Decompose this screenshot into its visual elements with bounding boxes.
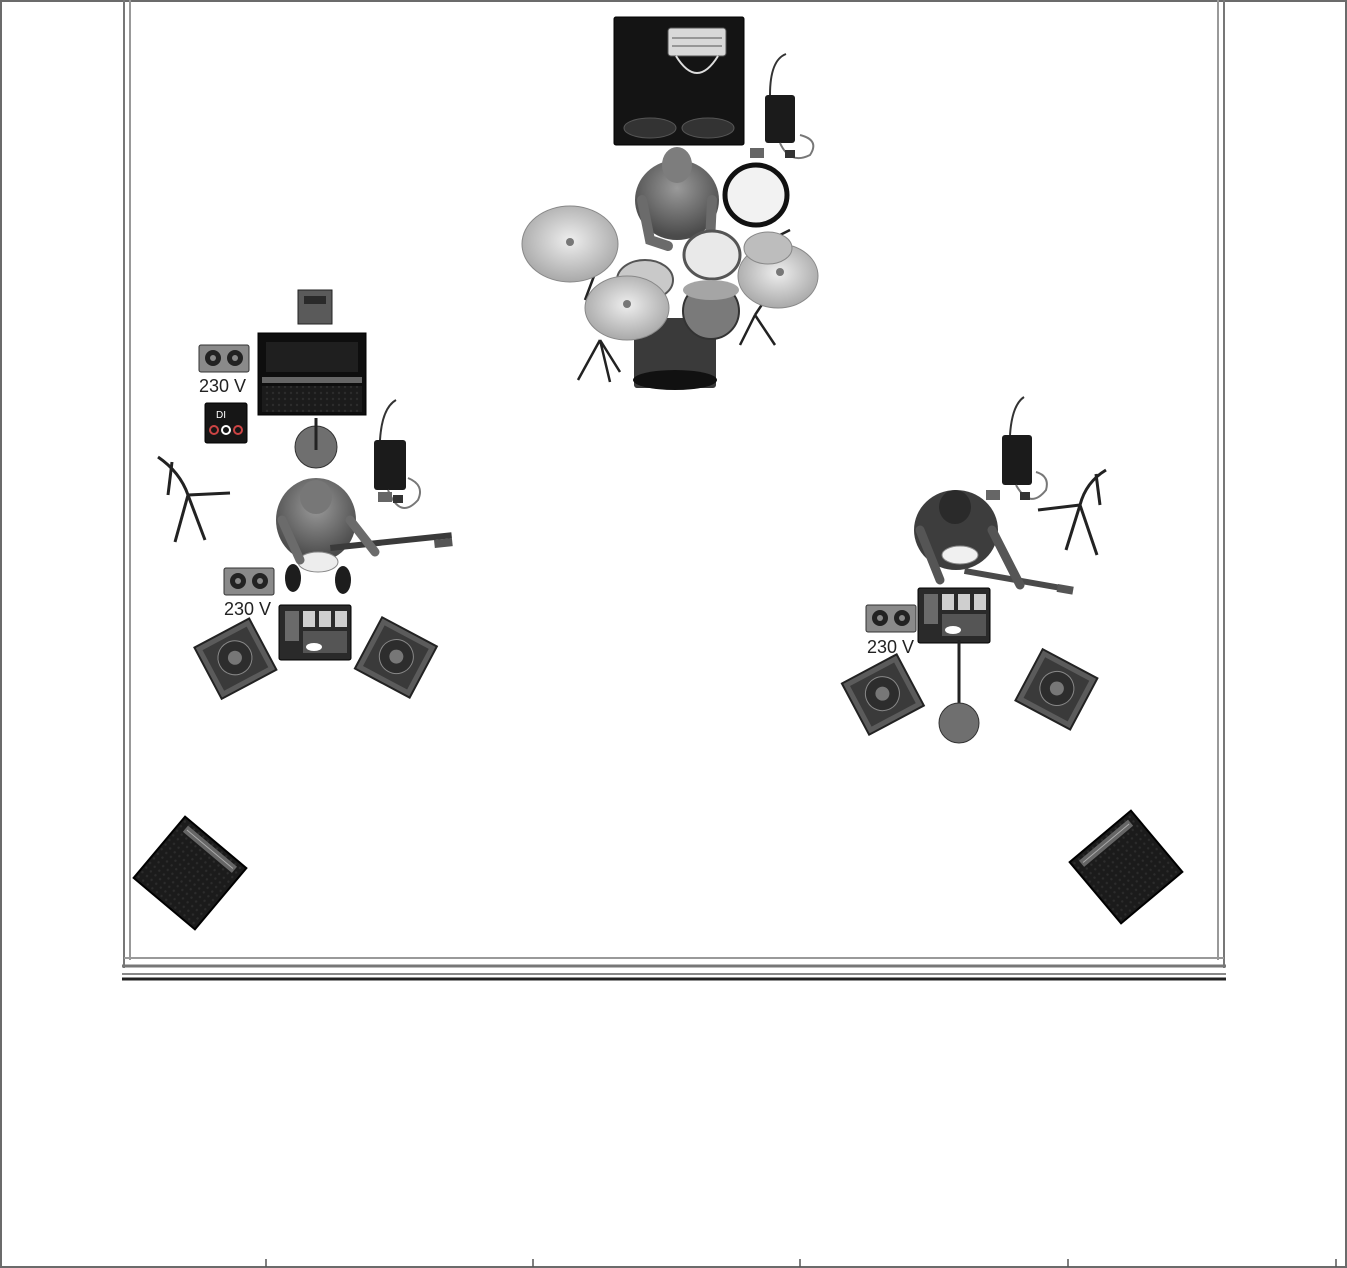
- mic-stand-icon: [939, 640, 979, 743]
- power-strip-icon: [199, 345, 249, 372]
- guitar-stand-icon: [1038, 470, 1106, 555]
- guitar-stand-icon: [158, 457, 230, 542]
- pedalboard-icon: [279, 605, 351, 660]
- pedalboard-icon: [918, 588, 990, 643]
- stage-outline: [122, 0, 1226, 979]
- power-strip-icon: [224, 568, 274, 595]
- effect-unit-icon: [298, 290, 332, 324]
- monitor-wedge-icon: [355, 617, 437, 697]
- monitor-wedge-icon: [194, 618, 276, 698]
- guitarist-figure-icon: [276, 478, 453, 594]
- mic-stand-icon: [295, 418, 337, 468]
- main-pa-speaker-icon: [1070, 811, 1183, 924]
- bass-amp-icon: [614, 17, 744, 145]
- wireless-receiver-icon: [750, 54, 813, 158]
- guitarist-figure-icon: [914, 490, 1074, 595]
- wireless-receiver-icon: [374, 400, 420, 508]
- main-pa-speaker-icon: [134, 817, 247, 930]
- monitor-wedge-icon: [1015, 649, 1097, 729]
- wireless-receiver-icon: [986, 397, 1047, 500]
- monitor-wedge-icon: [842, 654, 924, 734]
- ruler-ticks: [266, 1259, 1336, 1267]
- power-label: 230 V: [867, 637, 914, 657]
- svg-text:DI: DI: [216, 410, 226, 421]
- power-strip-icon: [866, 605, 916, 632]
- di-box-icon: DI: [205, 403, 247, 443]
- power-label: 230 V: [224, 599, 271, 619]
- drum-kit-icon: [522, 147, 818, 390]
- power-label: 230 V: [199, 376, 246, 396]
- guitar-amp-icon: [258, 333, 366, 415]
